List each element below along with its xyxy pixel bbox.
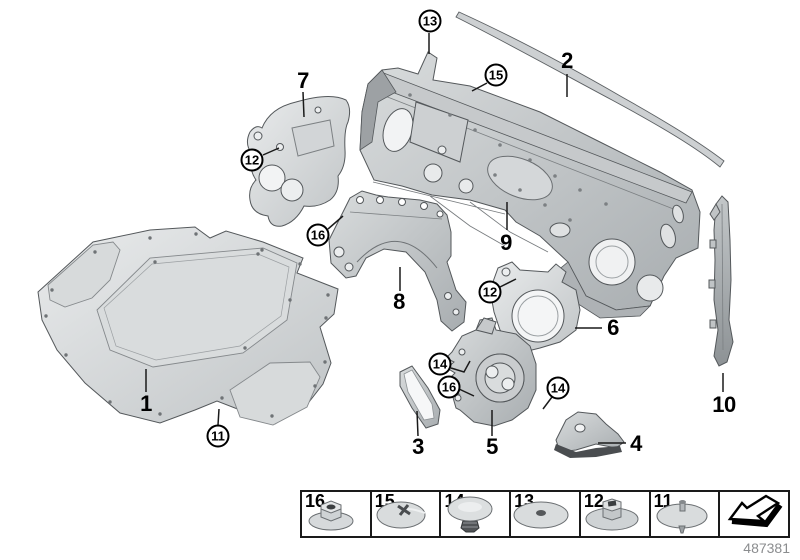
- leader-11: [217, 408, 220, 426]
- callout-fastener-15[interactable]: 15: [484, 63, 508, 87]
- hex-nut-on-washer-icon: [308, 500, 354, 531]
- legend-cell-14[interactable]: 14: [441, 491, 512, 536]
- legend-number: 16: [305, 491, 326, 511]
- part-4-lower-member-drawing: [554, 411, 625, 458]
- callout-part-3[interactable]: 3: [412, 434, 424, 459]
- legend-cell-16[interactable]: 16: [302, 491, 372, 536]
- leader-14b: [542, 396, 553, 410]
- callout-fastener-14-b[interactable]: 14: [546, 376, 570, 400]
- phillips-dome-rivet-icon: [376, 501, 426, 529]
- leader-16b: [458, 388, 475, 397]
- callout-part-5[interactable]: 5: [486, 434, 498, 459]
- callout-fastener-16-a[interactable]: 16: [306, 223, 330, 247]
- callout-part-10[interactable]: 10: [712, 392, 736, 417]
- callout-part-6[interactable]: 6: [607, 315, 619, 340]
- callout-part-8[interactable]: 8: [393, 289, 405, 314]
- part-2-sealing-strip-drawing: [455, 11, 725, 168]
- part-8-wheel-arch-drawing: [328, 190, 467, 332]
- leader-12a: [262, 147, 280, 156]
- part-5-round-bracket-drawing: [445, 317, 537, 427]
- leader-12b: [499, 278, 517, 288]
- legend-cell-13[interactable]: 13: [511, 491, 581, 536]
- legend-cell-12[interactable]: 12: [581, 491, 651, 536]
- callout-fastener-11[interactable]: 11: [206, 424, 230, 448]
- part-10-pillar-strip-drawing: [708, 195, 734, 367]
- leader-7: [302, 91, 305, 118]
- callout-fastener-16-b[interactable]: 16: [437, 375, 461, 399]
- direction-arrow-icon: [728, 494, 783, 528]
- callout-part-7[interactable]: 7: [297, 68, 309, 93]
- legend-arrow-cell[interactable]: [720, 492, 788, 536]
- fastener-legend-table: 16 15 14: [300, 490, 790, 538]
- callout-part-4[interactable]: 4: [630, 431, 642, 456]
- document-number: 487381: [743, 540, 790, 556]
- hex-nut-on-washer-icon: [585, 498, 639, 531]
- leader-lines: [145, 33, 724, 444]
- callout-fastener-14-a[interactable]: 14: [428, 352, 452, 376]
- dome-washer-pin-icon: [656, 500, 708, 534]
- part-7-insulation-bracket-drawing: [246, 96, 351, 227]
- legend-cell-11[interactable]: 11: [651, 491, 721, 536]
- part-9-firewall-drawing: [359, 51, 701, 319]
- legend-number: 12: [583, 491, 604, 511]
- part-1-hood-insulation-drawing: [37, 226, 339, 426]
- part-6-side-bracket-drawing: [489, 261, 581, 363]
- callout-fastener-13[interactable]: 13: [418, 9, 442, 33]
- leader-16a: [327, 215, 344, 230]
- callout-fastener-12-b[interactable]: 12: [478, 280, 502, 304]
- part-3-wedge-insulation-drawing: [399, 365, 441, 429]
- callout-part-2[interactable]: 2: [561, 48, 573, 73]
- legend-cell-15[interactable]: 15: [372, 491, 442, 536]
- callout-part-9[interactable]: 9: [500, 230, 512, 255]
- leader-14a: [450, 360, 471, 373]
- washer-with-hole-icon: [513, 501, 569, 529]
- leader-15: [471, 82, 488, 92]
- leader-3: [416, 410, 419, 437]
- callout-fastener-12-a[interactable]: 12: [240, 148, 264, 172]
- expanding-rivet-icon: [447, 496, 493, 533]
- callout-part-1[interactable]: 1: [140, 391, 152, 416]
